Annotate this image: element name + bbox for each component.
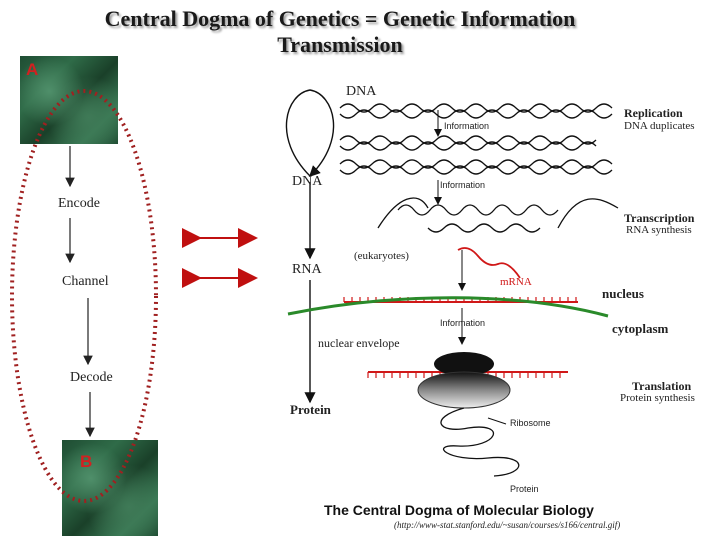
cytoplasm-label: cytoplasm [612,321,669,336]
information-label-1: Information [444,121,490,131]
channel-label: Channel [62,274,109,289]
figure-caption: The Central Dogma of Molecular Biology [324,502,594,518]
dna-helix-top [339,103,613,119]
translation-subtitle: Protein synthesis [620,392,695,404]
source-label: A [26,60,39,79]
protein-left-label: Protein [290,402,331,417]
page-title: Central Dogma of Genetics = Genetic Info… [0,6,680,58]
nuclear-envelope-label: nuclear envelope [318,336,400,350]
sink-tile: B [62,440,158,536]
eukaryotes-label: (eukaryotes) [354,250,409,262]
ribosome-pointer [487,417,507,425]
title-line-1: Central Dogma of Genetics = Genetic Info… [104,6,576,31]
information-label-3: Information [440,318,486,328]
rna-left-label: RNA [292,262,322,277]
protein-bottom-label: Protein [510,484,539,494]
dna-helix-bottom [339,159,613,175]
transcription-title: Transcription [624,211,695,225]
replication-loop-arrow [285,89,335,177]
ribosome-label: Ribosome [510,418,551,428]
mrna-label: mRNA [500,276,532,288]
sink-label: B [80,452,93,471]
replication-subtitle: DNA duplicates [624,120,695,132]
encode-label: Encode [58,196,100,211]
nuclear-envelope [287,296,609,318]
title-line-2: Transmission [277,32,403,57]
dna-top-label: DNA [346,84,377,99]
source-url: (http://www-stat.stanford.edu/~susan/cou… [394,520,621,530]
dna-helix-middle [339,135,597,151]
channel-diagram [10,89,258,503]
transcription-subtitle: RNA synthesis [626,224,692,236]
source-tile: A [20,56,118,144]
dna-left-label: DNA [292,174,323,189]
information-label-2: Information [440,180,486,190]
decode-label: Decode [70,370,113,385]
channel-ellipse [10,89,158,503]
protein-chain [440,407,520,477]
encode-box [44,188,106,216]
ribosome-large-subunit [417,371,511,409]
translation-title: Translation [632,379,692,393]
ribosome-small-subunit [434,352,494,376]
central-dogma-figure [285,89,619,477]
replication-title: Replication [624,106,683,120]
nucleus-label: nucleus [602,286,644,301]
transcription-bubble [377,197,619,233]
mrna-strand [457,247,521,279]
